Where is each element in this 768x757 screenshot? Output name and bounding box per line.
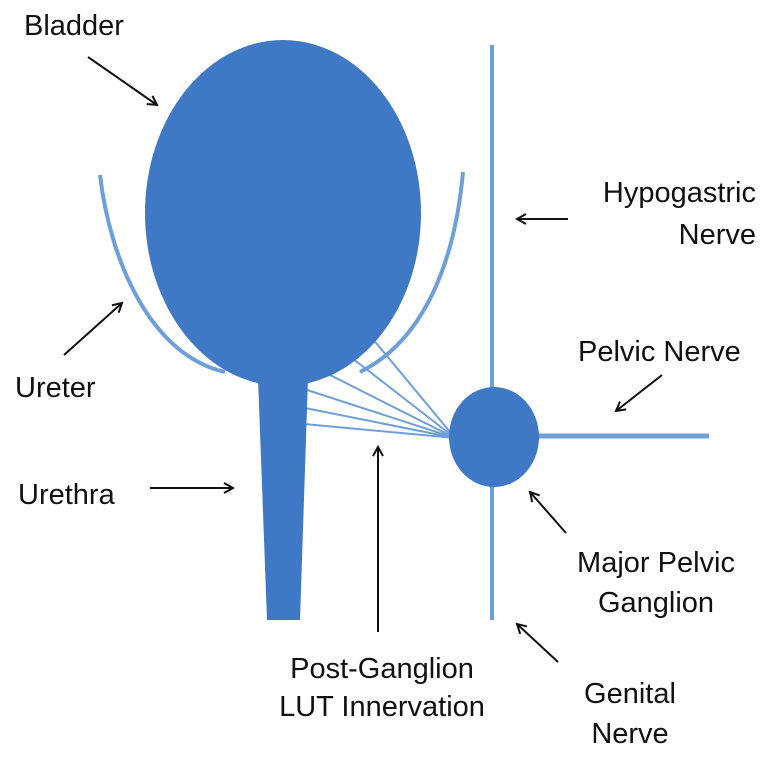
major-pelvic-ganglion-label: Major Pelvic Ganglion: [566, 546, 746, 620]
genital-nerve-arrow: [517, 624, 558, 662]
post-ganglion-label-line2: LUT Innervation: [262, 690, 502, 724]
ureter-arrow: [64, 303, 122, 355]
pelvic-nerve-label: Pelvic Nerve: [578, 335, 741, 369]
urethra-label-text: Urethra: [18, 478, 115, 512]
bladder-label: Bladder: [24, 9, 124, 43]
post-ganglion-label-line1: Post-Ganglion: [262, 652, 502, 686]
urethra-shape: [258, 378, 308, 620]
post-ganglion-label: Post-Ganglion LUT Innervation: [262, 652, 502, 724]
bladder-label-text: Bladder: [24, 9, 124, 43]
bladder-arrow: [88, 57, 157, 105]
genital-label-line1: Genital: [560, 677, 700, 711]
ureter-label-text: Ureter: [15, 371, 96, 405]
hypogastric-label-line1: Hypogastric: [572, 176, 756, 210]
hypogastric-nerve-label: Hypogastric Nerve: [572, 176, 756, 252]
hypogastric-label-line2: Nerve: [572, 218, 756, 252]
pelvic-nerve-label-text: Pelvic Nerve: [578, 335, 741, 369]
genital-nerve-label: Genital Nerve: [560, 677, 700, 751]
major-pelvic-label-line2: Ganglion: [566, 586, 746, 620]
urethra-label: Urethra: [18, 478, 115, 512]
ureter-label: Ureter: [15, 371, 96, 405]
pelvic-nerve-arrow: [616, 375, 662, 411]
genital-label-line2: Nerve: [560, 717, 700, 751]
major-pelvic-ganglion-arrow: [530, 492, 566, 533]
bladder-shape: [145, 40, 421, 386]
major-pelvic-label-line1: Major Pelvic: [566, 546, 746, 580]
major-pelvic-ganglion-shape: [449, 387, 539, 487]
